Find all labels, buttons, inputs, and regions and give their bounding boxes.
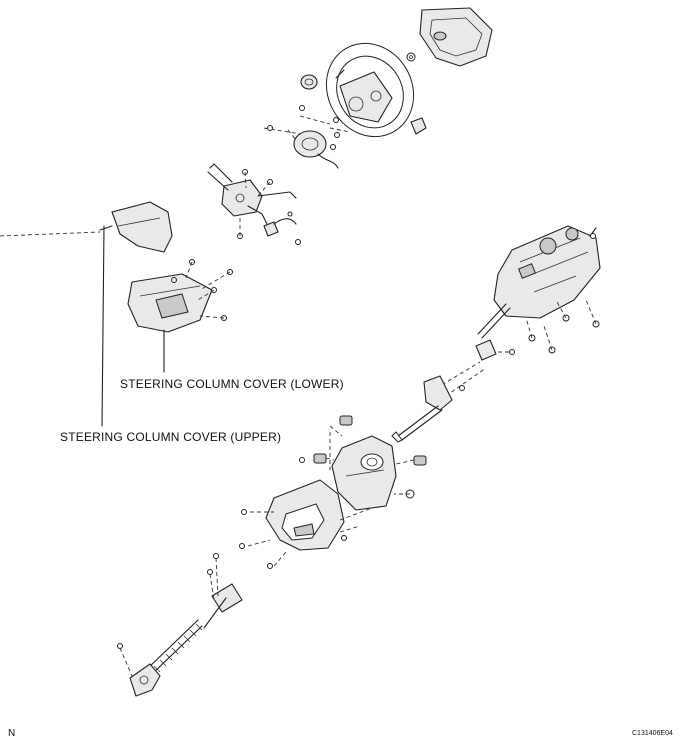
label-cover-upper: STEERING COLUMN COVER (UPPER) (60, 430, 282, 444)
column-hole-cover (331, 435, 397, 511)
spiral-cable-screws (267, 105, 340, 150)
steering-wheel (325, 42, 415, 138)
steering-pad (419, 7, 493, 67)
sliding-yoke (203, 553, 243, 629)
pad-nut (406, 52, 416, 62)
hole-cover-nuts (299, 415, 427, 499)
wheel-nut (410, 117, 427, 135)
label-cover-lower: STEERING COLUMN COVER (LOWER) (120, 377, 344, 391)
figure-code: C131406E04 (632, 730, 673, 737)
seal-bolts (239, 509, 347, 569)
boot (145, 619, 203, 677)
column-cover-lower (127, 273, 213, 333)
wire-connector (263, 211, 301, 245)
spiral-cable (293, 130, 339, 169)
wheel-emblem (300, 74, 318, 90)
corner-letter: N (8, 728, 16, 739)
universal-joint (117, 643, 161, 697)
steering-column-assy (477, 225, 601, 339)
intermediate-shaft (391, 339, 515, 443)
column-cover-upper (99, 201, 173, 253)
column-hole-seal (265, 479, 345, 551)
combination-switch (207, 163, 297, 227)
